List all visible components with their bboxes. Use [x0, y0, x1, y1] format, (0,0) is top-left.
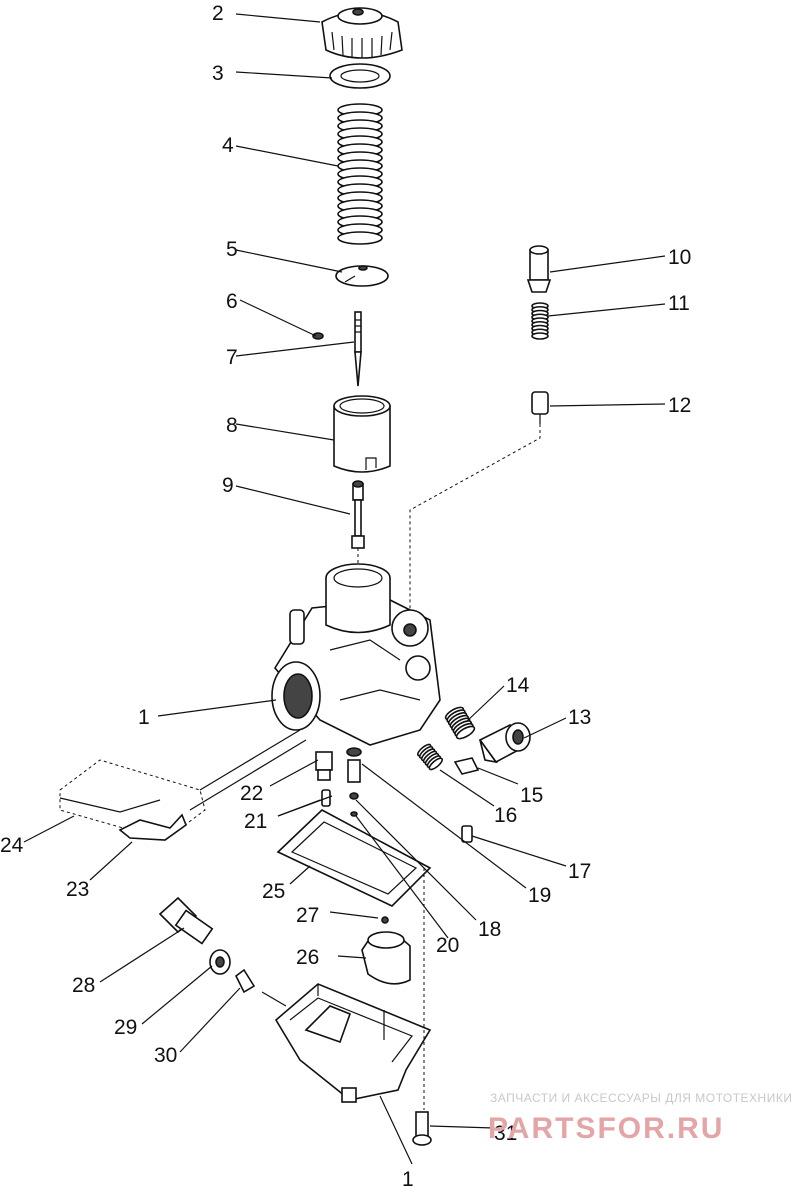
- part-washer-small: [209, 949, 231, 975]
- callout-31: 31: [494, 1122, 517, 1145]
- callout-17: 17: [568, 860, 591, 883]
- part-cap: [321, 7, 403, 59]
- part-washer: [329, 63, 391, 89]
- part-long-screw: [478, 722, 531, 764]
- part-float-bowl: [274, 983, 432, 1103]
- callout-8: 8: [226, 414, 238, 437]
- callout-7: 7: [226, 346, 238, 369]
- callout-18: 18: [478, 918, 501, 941]
- part-small-jet: [461, 825, 473, 843]
- part-fitting: [526, 245, 552, 293]
- watermark-logo: PARTSFOR.RU: [488, 1112, 724, 1145]
- callout-2: 2: [212, 2, 224, 25]
- callout-30: 30: [154, 1044, 177, 1067]
- part-throttle-valve: [333, 395, 391, 473]
- part-idle-spring: [416, 743, 444, 771]
- callout-25: 25: [262, 880, 285, 903]
- callout-3: 3: [212, 62, 224, 85]
- part-bracket: [118, 813, 187, 841]
- callout-5: 5: [226, 238, 238, 261]
- watermark: ЗАПЧАСТИ И АКСЕССУАРЫ ДЛЯ МОТОТЕХНИКИ PA…: [488, 1091, 792, 1145]
- leader-lines: [23, 13, 666, 1165]
- part-ball: [381, 916, 389, 924]
- part-needle: [354, 311, 362, 387]
- part-needle-jet: [351, 480, 365, 549]
- watermark-tagline: ЗАПЧАСТИ И АКСЕССУАРЫ ДЛЯ МОТОТЕХНИКИ: [490, 1091, 792, 1105]
- part-banjo-bolt: [158, 896, 214, 945]
- part-gasket: [276, 809, 432, 907]
- callout-14: 14: [506, 674, 530, 697]
- callout-28: 28: [72, 974, 95, 997]
- guide-line: [409, 424, 541, 630]
- callout-9: 9: [222, 474, 234, 497]
- callout-29: 29: [114, 1016, 137, 1039]
- callout-6: 6: [226, 290, 238, 313]
- part-clip: [312, 332, 324, 340]
- part-float: [361, 931, 411, 985]
- callout-20: 20: [436, 934, 459, 957]
- callout-1-bottom: 1: [402, 1168, 414, 1188]
- part-plate: [335, 265, 389, 287]
- part-small-spring: [531, 302, 549, 340]
- callout-4: 4: [222, 134, 234, 157]
- callout-21: 21: [244, 810, 267, 833]
- part-idle-screw: [453, 757, 480, 775]
- callout-22: 22: [240, 782, 263, 805]
- part-screw-tip: [531, 391, 549, 424]
- callout-11: 11: [668, 292, 690, 315]
- callout-19: 19: [528, 884, 551, 907]
- callout-labels: 2 3 4 5 6 7 8 9 10 11 12 1 14 13 15 16 2…: [0, 2, 691, 1188]
- callout-12: 12: [668, 394, 691, 417]
- part-main-jets: [315, 747, 362, 817]
- callout-26: 26: [296, 946, 319, 969]
- callout-24: 24: [0, 834, 24, 857]
- part-throttle-spring: [444, 706, 476, 740]
- part-spring: [337, 103, 383, 245]
- part-carburetor-body: [271, 563, 441, 746]
- part-filter-screen: [59, 759, 206, 841]
- callout-1-top: 1: [138, 706, 150, 729]
- callout-10: 10: [668, 246, 691, 269]
- callout-23: 23: [66, 878, 89, 901]
- callout-13: 13: [568, 706, 591, 729]
- part-drain-screw: [234, 968, 256, 994]
- part-bolt: [412, 1111, 432, 1146]
- callout-15: 15: [520, 784, 543, 807]
- callout-27: 27: [296, 904, 319, 927]
- callout-16: 16: [494, 804, 517, 827]
